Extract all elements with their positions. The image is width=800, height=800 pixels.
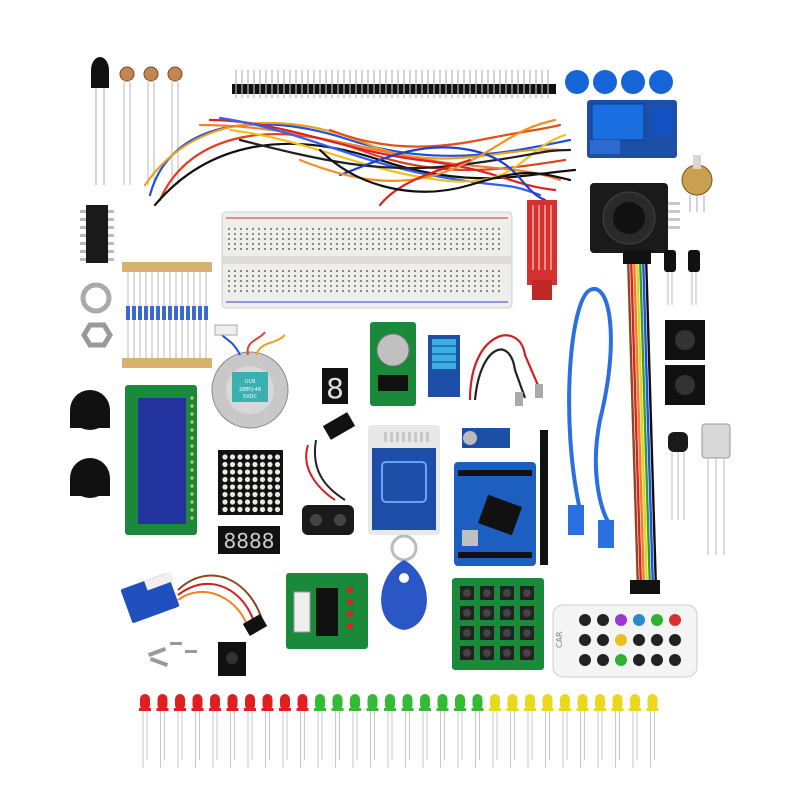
uln2003-driver — [286, 573, 368, 649]
tilt-switch — [701, 423, 731, 555]
lcd-1602 — [125, 385, 197, 535]
rfid-keyfob — [381, 534, 427, 630]
remote-brand: CAR — [555, 631, 564, 648]
dht11-sensor — [428, 335, 460, 397]
jumper-wires — [143, 116, 577, 207]
dc-jack-battery-clip — [302, 412, 356, 535]
sound-sensor — [462, 428, 510, 448]
ir-receiver — [91, 57, 109, 185]
potentiometer — [681, 155, 713, 212]
ic-chip — [80, 205, 114, 263]
photoresistors — [119, 66, 183, 185]
pin-header-strip — [232, 70, 556, 98]
temp-sensor — [668, 432, 688, 520]
nuts — [80, 282, 113, 348]
keypad-4x4 — [452, 578, 544, 670]
four-digit-value: 8888 — [224, 529, 275, 553]
four-digit-display: 8888 — [218, 526, 280, 554]
joystick-module — [590, 183, 680, 253]
resistor-bundle — [122, 262, 212, 368]
rfid-reader — [368, 425, 440, 535]
led-matrix — [218, 450, 283, 515]
stepper-brand-label: ULN — [245, 379, 255, 385]
button-caps — [565, 70, 673, 94]
seven-segment-digit: 8 — [326, 372, 344, 405]
small-sensor-module — [218, 642, 246, 676]
usb-cable — [567, 286, 614, 548]
seven-segment-single: 8 — [322, 368, 348, 405]
push-buttons — [665, 320, 705, 405]
transistors-top — [664, 250, 700, 305]
led-row — [139, 694, 659, 768]
screws — [147, 642, 197, 667]
water-level-sensor — [527, 200, 557, 300]
red-black-wires — [468, 334, 543, 406]
ir-remote: CAR — [552, 604, 698, 678]
servo-motor — [120, 571, 268, 637]
stepper-motor: ULN 28BYJ-48 5VDC — [211, 324, 289, 429]
stepper-voltage-label: 5VDC — [243, 394, 257, 400]
buzzers — [70, 390, 110, 498]
breadboard — [221, 211, 513, 309]
ribbon-cable — [623, 250, 660, 594]
stepper-model-label: 28BYJ-48 — [239, 387, 261, 393]
rtc-module — [370, 322, 416, 406]
relay-module — [587, 100, 677, 158]
pin-header-vertical — [540, 430, 548, 565]
arduino-uno — [454, 462, 536, 566]
